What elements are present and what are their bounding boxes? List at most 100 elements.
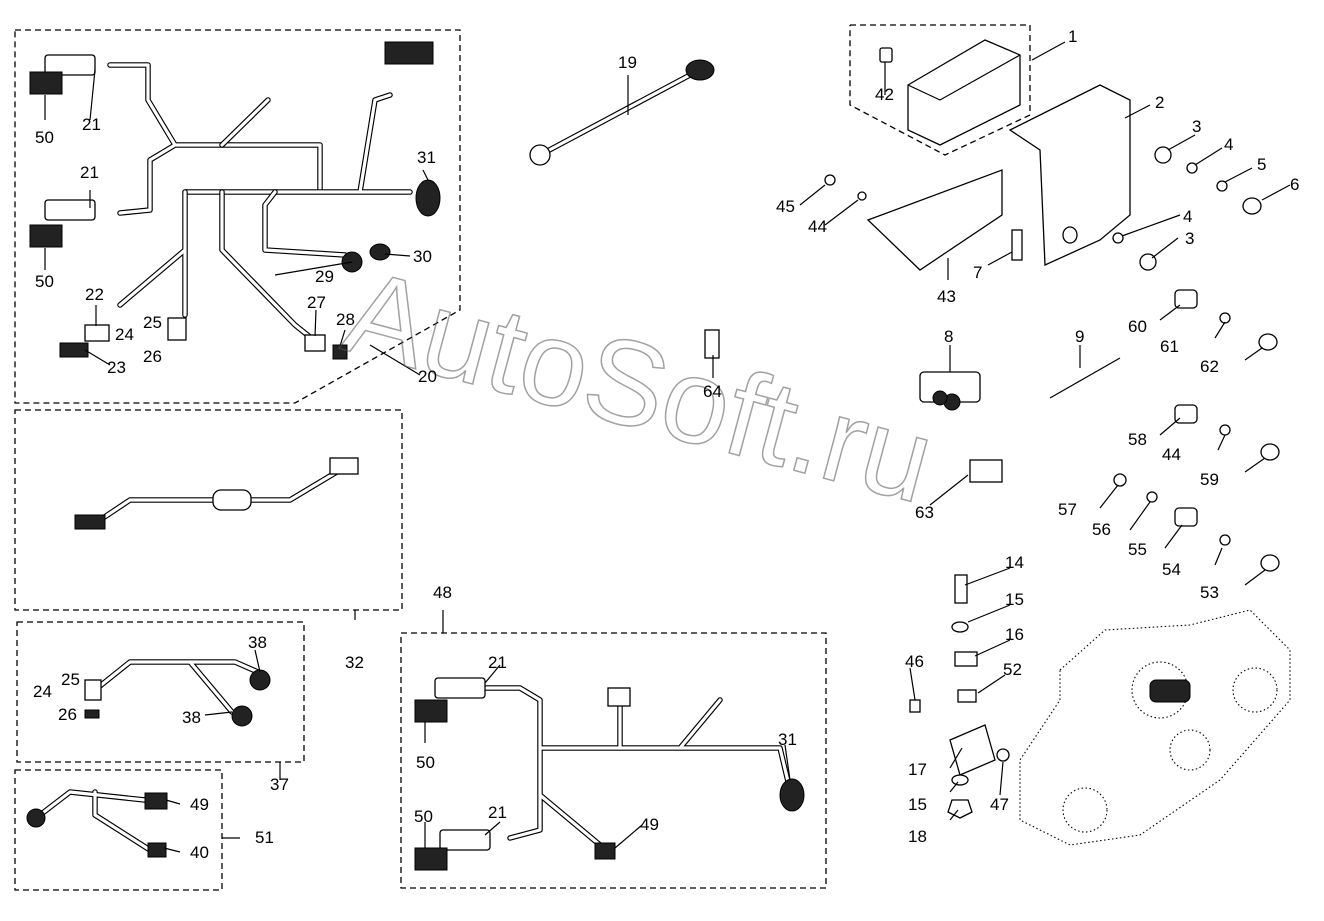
callout-50: 50 xyxy=(416,753,435,772)
connector-27 xyxy=(304,334,326,352)
callout-63: 63 xyxy=(915,503,934,522)
connector-21-mid xyxy=(44,199,96,221)
callout-3: 3 xyxy=(1185,229,1194,248)
callout-9: 9 xyxy=(1075,327,1084,346)
callout-50: 50 xyxy=(35,128,54,147)
callout-46: 46 xyxy=(905,652,924,671)
callout-48: 48 xyxy=(433,583,452,602)
callout-26: 26 xyxy=(58,705,77,724)
plug-50-top xyxy=(29,71,63,95)
callout-23: 23 xyxy=(107,358,126,377)
callout-37: 37 xyxy=(270,775,289,794)
callout-43: 43 xyxy=(937,287,956,306)
callout-44: 44 xyxy=(808,217,827,236)
group-box-51 xyxy=(14,769,223,891)
callout-51: 51 xyxy=(255,828,274,847)
callout-53: 53 xyxy=(1200,583,1219,602)
callout-31: 31 xyxy=(417,148,436,167)
watermark: AutoSoft.ru xyxy=(332,244,947,529)
control-box-assembly xyxy=(866,39,1131,271)
connector-22 xyxy=(84,324,110,342)
callout-24: 24 xyxy=(115,325,134,344)
callout-25: 25 xyxy=(143,313,162,332)
callout-42: 42 xyxy=(875,85,894,104)
callout-8: 8 xyxy=(944,327,953,346)
callout-62: 62 xyxy=(1200,357,1219,376)
callout-40: 40 xyxy=(190,843,209,862)
harness-37 xyxy=(84,659,271,727)
callout-18: 18 xyxy=(908,827,927,846)
callout-50: 50 xyxy=(414,807,433,826)
callout-25: 25 xyxy=(61,670,80,689)
callout-21: 21 xyxy=(488,803,507,822)
callout-16: 16 xyxy=(1005,625,1024,644)
harness-48 xyxy=(414,677,805,871)
callout-4: 4 xyxy=(1224,135,1233,154)
callout-28: 28 xyxy=(336,310,355,329)
callout-24: 24 xyxy=(33,682,52,701)
callout-50: 50 xyxy=(35,272,54,291)
callout-21: 21 xyxy=(80,163,99,182)
clip-24 xyxy=(167,317,187,341)
callout-54: 54 xyxy=(1162,560,1181,579)
callout-32: 32 xyxy=(345,653,364,672)
group-box-37 xyxy=(16,621,305,763)
hardware xyxy=(704,146,1280,819)
callout-21: 21 xyxy=(82,115,101,134)
callout-60: 60 xyxy=(1128,317,1147,336)
callout-7: 7 xyxy=(973,263,982,282)
callout-52: 52 xyxy=(1003,660,1022,679)
callout-6: 6 xyxy=(1290,175,1299,194)
callout-14: 14 xyxy=(1005,553,1024,572)
callout-58: 58 xyxy=(1128,430,1147,449)
harness-32 xyxy=(74,457,359,530)
callout-55: 55 xyxy=(1128,540,1147,559)
group-box-48 xyxy=(400,632,827,889)
callout-59: 59 xyxy=(1200,470,1219,489)
harness-20 xyxy=(29,41,441,360)
callout-21: 21 xyxy=(488,653,507,672)
callout-44: 44 xyxy=(1162,445,1181,464)
callout-2: 2 xyxy=(1155,93,1164,112)
callout-15: 15 xyxy=(1005,590,1024,609)
callout-38: 38 xyxy=(182,708,201,727)
round-connector-31 xyxy=(415,179,441,217)
group-box-20 xyxy=(14,29,461,404)
connector-21-top xyxy=(44,54,96,76)
plug-top-right xyxy=(384,41,434,65)
callout-labels: 1 2 3 3 4 4 5 6 7 8 9 14 15 15 16 17 18 … xyxy=(33,27,1299,862)
callout-61: 61 xyxy=(1160,337,1179,356)
callout-20: 20 xyxy=(418,367,437,386)
callout-38: 38 xyxy=(248,633,267,652)
plug-50-mid xyxy=(29,224,63,248)
callout-56: 56 xyxy=(1092,520,1111,539)
callout-29: 29 xyxy=(315,267,334,286)
callout-22: 22 xyxy=(85,285,104,304)
callout-30: 30 xyxy=(413,247,432,266)
leader-lines xyxy=(44,41,1291,853)
callout-5: 5 xyxy=(1257,155,1266,174)
callout-57: 57 xyxy=(1058,500,1077,519)
callout-64: 64 xyxy=(703,382,722,401)
group-box-1 xyxy=(849,24,1031,156)
callout-4: 4 xyxy=(1183,207,1192,226)
cap-30 xyxy=(369,243,391,261)
harness-51 xyxy=(26,789,168,858)
callout-49: 49 xyxy=(190,795,209,814)
callout-3: 3 xyxy=(1192,117,1201,136)
callout-26: 26 xyxy=(143,347,162,366)
callout-47: 47 xyxy=(990,795,1009,814)
callout-1: 1 xyxy=(1068,27,1077,46)
connector-23 xyxy=(59,342,89,358)
gearbox-housing xyxy=(1019,609,1291,846)
callout-17: 17 xyxy=(908,760,927,779)
group-box-32 xyxy=(14,409,403,611)
callout-45: 45 xyxy=(776,197,795,216)
callout-31: 31 xyxy=(778,730,797,749)
callout-15: 15 xyxy=(908,795,927,814)
cable-19 xyxy=(529,59,715,166)
callout-19: 19 xyxy=(618,53,637,72)
callout-27: 27 xyxy=(307,293,326,312)
callout-49: 49 xyxy=(640,815,659,834)
